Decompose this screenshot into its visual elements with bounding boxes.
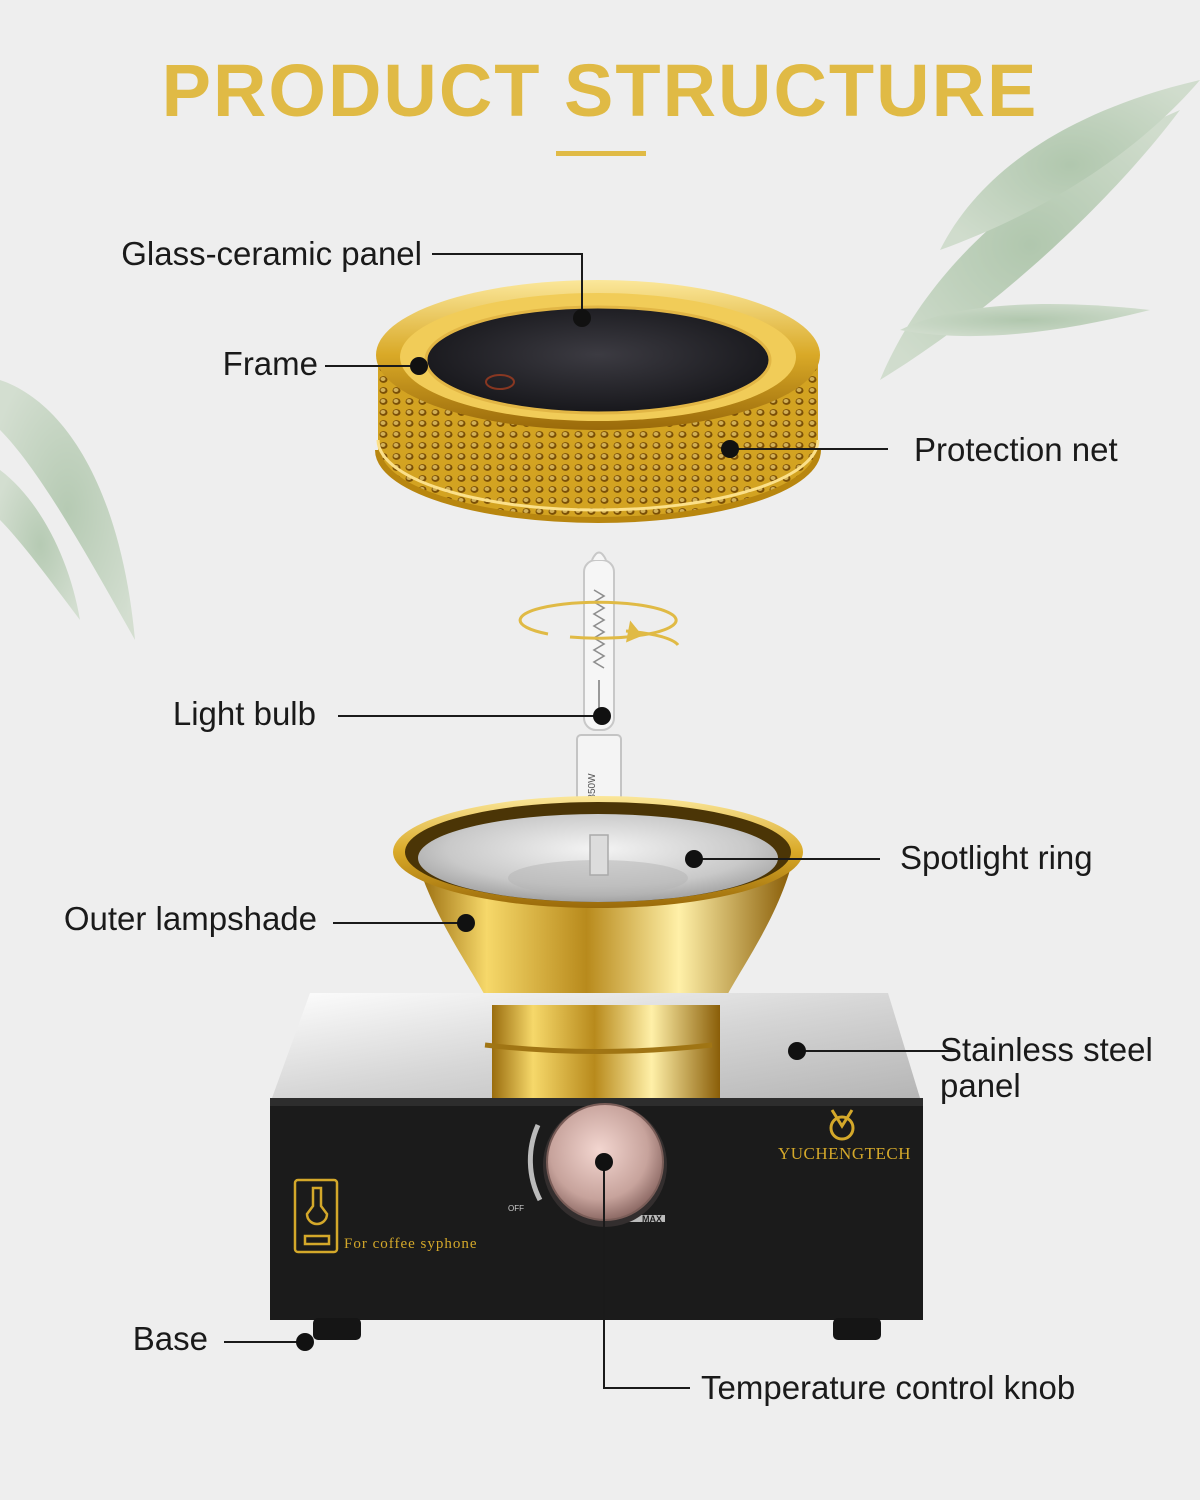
page-title: PRODUCT STRUCTURE	[161, 49, 1039, 132]
syphon-icon	[293, 1178, 339, 1254]
dot-frame	[410, 357, 428, 375]
title-underline	[556, 151, 646, 156]
dot-glass-panel	[573, 309, 591, 327]
label-protection-net: Protection net	[914, 431, 1118, 468]
label-stainless-steel-panel: Stainless steel panel	[940, 1031, 1153, 1105]
leader-lines	[224, 253, 958, 1389]
leaf-decoration-left	[0, 380, 135, 640]
dot-stainless-panel	[788, 1042, 806, 1060]
dot-base	[296, 1333, 314, 1351]
leader-dots	[296, 309, 806, 1351]
top-unit	[375, 280, 821, 523]
label-frame: Frame	[222, 345, 318, 382]
dot-outer-lampshade	[457, 914, 475, 932]
knob-max-marking: MAX	[642, 1214, 662, 1224]
dot-light-bulb	[593, 707, 611, 725]
panel-marking: For coffee syphone	[344, 1236, 478, 1252]
dot-knob	[595, 1153, 613, 1171]
leaf-decoration-right	[880, 80, 1200, 380]
rotate-arrow-icon	[518, 600, 680, 647]
label-temperature-control-knob: Temperature control knob	[701, 1369, 1076, 1406]
brand-logo-icon	[829, 1109, 855, 1141]
knob-off-marking: OFF	[508, 1204, 524, 1213]
label-outer-lampshade: Outer lampshade	[63, 900, 317, 937]
brand-name: YUCHENGTECH	[778, 1144, 911, 1163]
dot-spotlight-ring	[685, 850, 703, 868]
dot-protection-net	[721, 440, 739, 458]
label-spotlight-ring: Spotlight ring	[900, 839, 1093, 876]
label-glass-ceramic-panel: Glass-ceramic panel	[121, 235, 422, 272]
label-base: Base	[132, 1320, 208, 1357]
label-light-bulb: Light bulb	[172, 695, 316, 732]
